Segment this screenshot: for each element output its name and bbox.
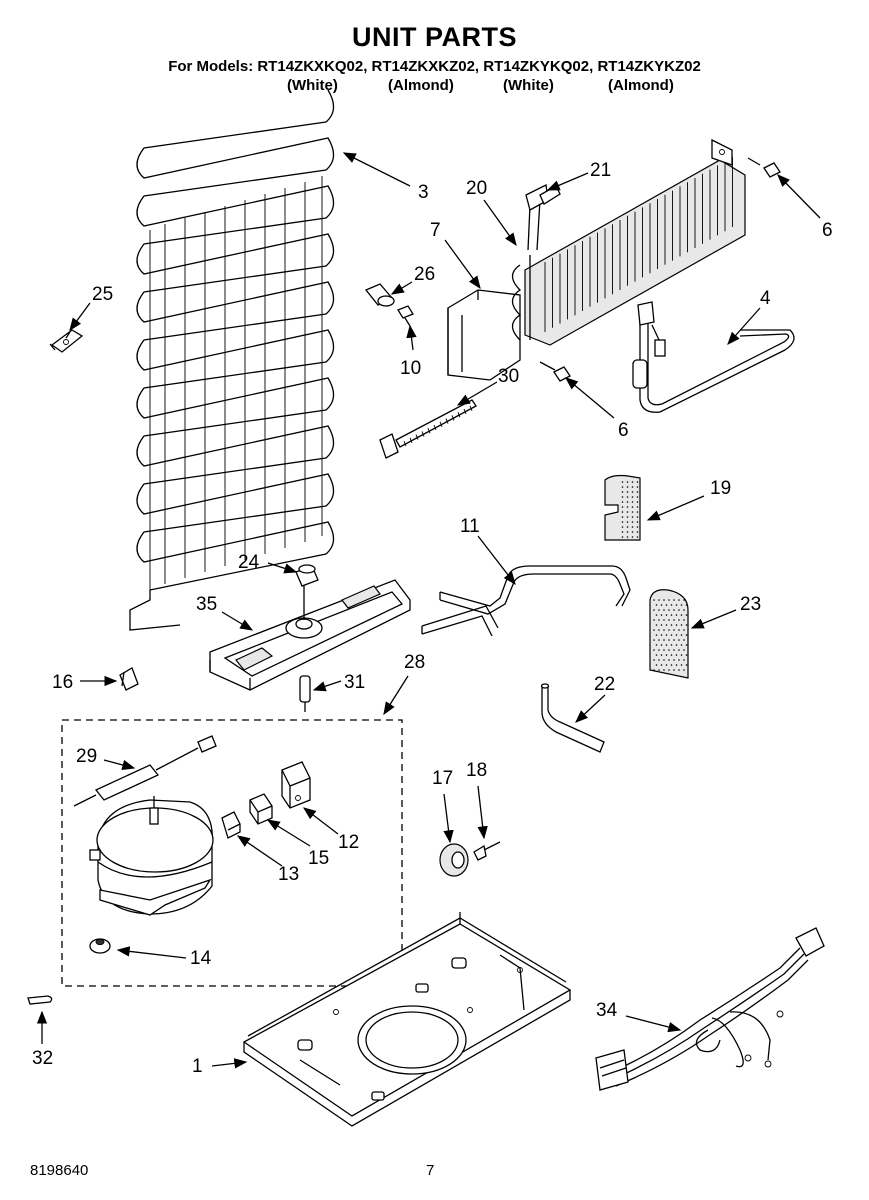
callout-20: 20 xyxy=(466,178,487,199)
caster-screw xyxy=(473,841,501,861)
condenser-bracket xyxy=(49,329,84,353)
clip xyxy=(119,667,139,691)
callout-19: 19 xyxy=(710,478,731,499)
callout-1: 1 xyxy=(192,1056,203,1077)
page-number: 7 xyxy=(426,1162,435,1179)
grommet-and-screw xyxy=(364,283,414,327)
document-number: 8198640 xyxy=(30,1162,89,1179)
start-relay xyxy=(281,761,311,809)
drain-pan xyxy=(209,579,411,691)
callout-25: 25 xyxy=(92,284,113,305)
callout-6b: 6 xyxy=(618,420,629,441)
wire-clip xyxy=(27,995,53,1005)
suction-tube xyxy=(421,565,631,637)
callout-30: 30 xyxy=(498,366,519,387)
models-line: For Models: RT14ZKXKQ02, RT14ZKXKZ02, RT… xyxy=(168,58,701,75)
insulation-pad-upper xyxy=(604,474,641,541)
compressor xyxy=(89,796,214,916)
drain-fitting xyxy=(299,675,311,712)
callout-28: 28 xyxy=(404,652,425,673)
callout-13: 13 xyxy=(278,864,299,885)
color-label-2: (Almond) xyxy=(388,77,454,94)
screw-bottom xyxy=(539,361,571,382)
callout-22: 22 xyxy=(594,674,615,695)
wire-harness xyxy=(595,927,825,1091)
drain-tube xyxy=(540,683,605,753)
callout-16: 16 xyxy=(52,672,73,693)
callout-3: 3 xyxy=(418,182,429,203)
callout-7: 7 xyxy=(430,220,441,241)
evaporator xyxy=(447,138,746,381)
drain-nut xyxy=(295,564,319,587)
condenser-coil xyxy=(129,89,335,631)
tie-strap xyxy=(379,399,477,459)
callout-14: 14 xyxy=(190,948,212,969)
leader-arrows xyxy=(36,152,821,1069)
caster xyxy=(439,843,469,877)
callout-31: 31 xyxy=(344,672,365,693)
callout-11: 11 xyxy=(460,516,480,537)
callout-35: 35 xyxy=(196,594,217,615)
callout-26: 26 xyxy=(414,264,435,285)
filter-drier xyxy=(73,735,217,807)
callout-32: 32 xyxy=(32,1048,53,1069)
defrost-heater xyxy=(632,301,795,413)
callout-21: 21 xyxy=(590,160,611,181)
callout-24: 24 xyxy=(238,552,260,573)
callout-23: 23 xyxy=(740,594,761,615)
overload-protector xyxy=(249,793,273,825)
page-title: UNIT PARTS xyxy=(352,22,517,52)
callout-29: 29 xyxy=(76,746,97,767)
callout-15: 15 xyxy=(308,848,329,869)
callout-18: 18 xyxy=(466,760,487,781)
callout-12: 12 xyxy=(338,832,359,853)
color-label-4: (Almond) xyxy=(608,77,674,94)
callout-6a: 6 xyxy=(822,220,833,241)
screw-top xyxy=(747,157,781,178)
color-label-1: (White) xyxy=(287,77,338,94)
callout-10: 10 xyxy=(400,358,421,379)
base-plate xyxy=(242,912,572,1127)
callout-4: 4 xyxy=(760,288,771,309)
callout-34: 34 xyxy=(596,1000,618,1021)
overload-clip xyxy=(221,811,241,839)
compressor-grommet xyxy=(89,938,111,954)
callout-17: 17 xyxy=(432,768,453,789)
insulation-pad-lower xyxy=(649,589,689,679)
color-label-3: (White) xyxy=(503,77,554,94)
